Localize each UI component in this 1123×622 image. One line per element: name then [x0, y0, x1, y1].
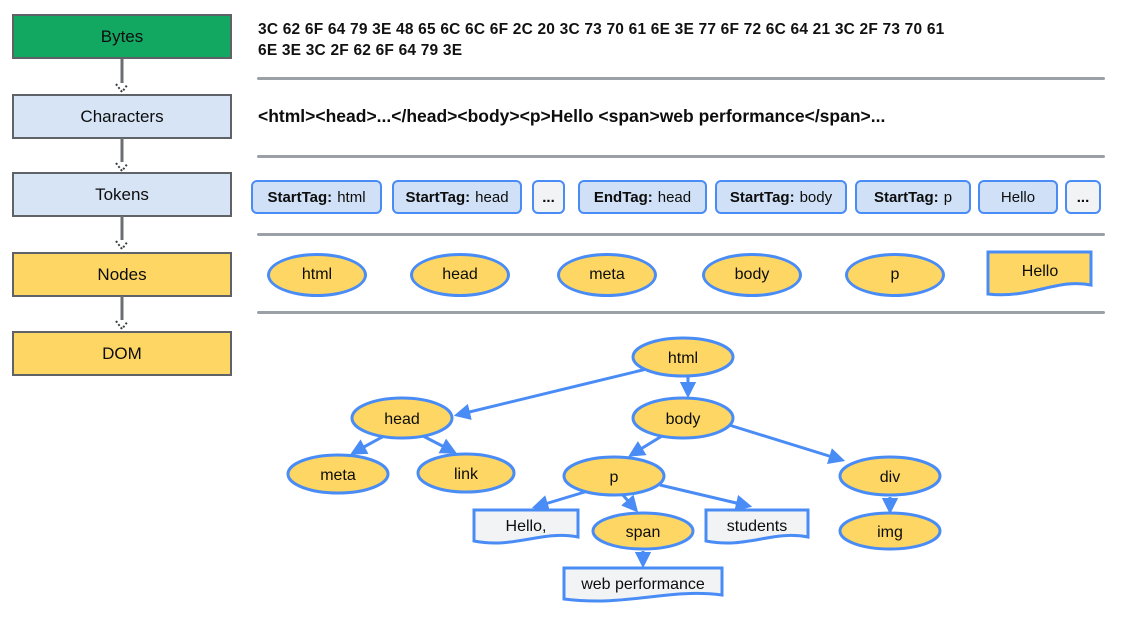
- edge-html-head: [453, 365, 656, 420]
- dom-text-node-hello: [472, 508, 580, 545]
- text-node-shape-hello: Hello: [986, 250, 1093, 297]
- token-starttag-body: StartTag: body: [715, 180, 847, 214]
- down-arrow-icon: [115, 216, 129, 251]
- bytes-hex-line-1: 3C 62 6F 64 79 3E 48 65 6C 6C 6F 2C 20 3…: [258, 21, 945, 38]
- row-divider: [257, 233, 1105, 236]
- stage-label-nodes: Nodes: [97, 264, 147, 284]
- dom-text-node-students: [704, 508, 810, 545]
- node-label: head: [442, 266, 478, 283]
- dom-node-img: [838, 511, 942, 551]
- token-ellipsis: ...: [532, 180, 565, 214]
- dom-tree-labels: html head body meta link p div span img …: [320, 350, 903, 593]
- down-arrow-icon: [115, 59, 129, 94]
- edge-head-link: [422, 434, 457, 454]
- text-node-label: Hello: [1022, 263, 1059, 280]
- characters-markup-text: <html><head>...</head><body><p>Hello <sp…: [258, 106, 886, 126]
- stage-box-characters: Characters: [12, 94, 232, 139]
- dom-node-p: [562, 455, 666, 497]
- down-arrow-icon: [115, 296, 129, 331]
- stage-box-tokens: Tokens: [12, 172, 232, 217]
- token-value: p: [943, 188, 953, 206]
- token-type-label: StartTag:: [267, 188, 333, 206]
- dom-tree-edges: [350, 365, 899, 569]
- token-text-hello: Hello: [978, 180, 1058, 214]
- edge-p-hello: [531, 489, 589, 512]
- dom-text-node-label: Hello,: [506, 518, 547, 535]
- edge-body-p: [628, 434, 663, 457]
- token-ellipsis: ...: [1065, 180, 1101, 214]
- node-label: body: [734, 266, 770, 283]
- node-label: meta: [589, 266, 625, 283]
- dom-node-label: p: [610, 469, 619, 486]
- dom-node-span: [591, 511, 695, 551]
- row-divider: [257, 311, 1105, 314]
- edge-head-meta: [350, 434, 385, 455]
- dom-node-label: div: [880, 469, 900, 486]
- node-label: html: [301, 266, 333, 283]
- token-value: html: [337, 188, 366, 206]
- node-ellipse-head: head: [410, 253, 510, 297]
- dom-node-link: [416, 452, 516, 494]
- dom-node-label: span: [626, 524, 661, 541]
- dom-node-label: meta: [320, 467, 356, 484]
- stage-label-tokens: Tokens: [95, 184, 149, 204]
- token-value: ...: [542, 188, 555, 206]
- token-value: body: [799, 188, 833, 206]
- stage-box-nodes: Nodes: [12, 252, 232, 297]
- dom-node-label: body: [666, 411, 701, 428]
- token-starttag-head: StartTag: head: [392, 180, 522, 214]
- dom-node-div: [838, 455, 942, 497]
- stage-box-dom: DOM: [12, 331, 232, 376]
- dom-node-label: img: [877, 524, 903, 541]
- token-starttag-p: StartTag: p: [855, 180, 971, 214]
- stage-label-characters: Characters: [80, 106, 164, 126]
- down-arrow-icon: [115, 138, 129, 173]
- token-type-label: EndTag:: [593, 188, 653, 206]
- node-ellipse-meta: meta: [557, 253, 657, 297]
- dom-node-label: head: [384, 411, 420, 428]
- token-value: head: [657, 188, 692, 206]
- dom-node-html: [631, 336, 735, 378]
- dom-node-meta: [286, 453, 390, 495]
- row-divider: [257, 77, 1105, 80]
- token-type-label: StartTag:: [873, 188, 939, 206]
- token-endtag-head: EndTag: head: [578, 180, 707, 214]
- dom-text-node-webperf: [562, 566, 724, 603]
- stage-label-bytes: Bytes: [100, 26, 144, 46]
- dom-node-label: html: [668, 350, 698, 367]
- dom-tree-element-nodes: [286, 336, 942, 603]
- dom-node-body: [631, 396, 735, 440]
- node-ellipse-body: body: [702, 253, 802, 297]
- token-type-label: StartTag:: [729, 188, 795, 206]
- stage-box-bytes: Bytes: [12, 14, 232, 59]
- edge-p-students: [659, 483, 753, 511]
- token-starttag-html: StartTag: html: [251, 180, 382, 214]
- token-value: head: [475, 188, 509, 206]
- dom-text-node-label: web performance: [580, 576, 705, 593]
- token-type-label: StartTag:: [405, 188, 471, 206]
- row-divider: [257, 155, 1105, 158]
- bytes-hex-line-2: 6E 3E 3C 2F 62 6F 64 79 3E: [258, 42, 463, 59]
- edge-p-span: [620, 493, 639, 513]
- node-label: p: [890, 266, 900, 283]
- node-ellipse-p: p: [845, 253, 945, 297]
- dom-text-node-label: students: [727, 518, 787, 535]
- node-ellipse-html: html: [267, 253, 367, 297]
- dom-tree: html head body meta link p div span img …: [286, 336, 942, 603]
- dom-node-head: [350, 396, 454, 440]
- edge-body-div: [728, 423, 846, 464]
- token-value: ...: [1076, 188, 1090, 206]
- stage-label-dom: DOM: [102, 343, 142, 363]
- token-value: Hello: [1000, 188, 1036, 206]
- dom-node-label: link: [454, 466, 479, 483]
